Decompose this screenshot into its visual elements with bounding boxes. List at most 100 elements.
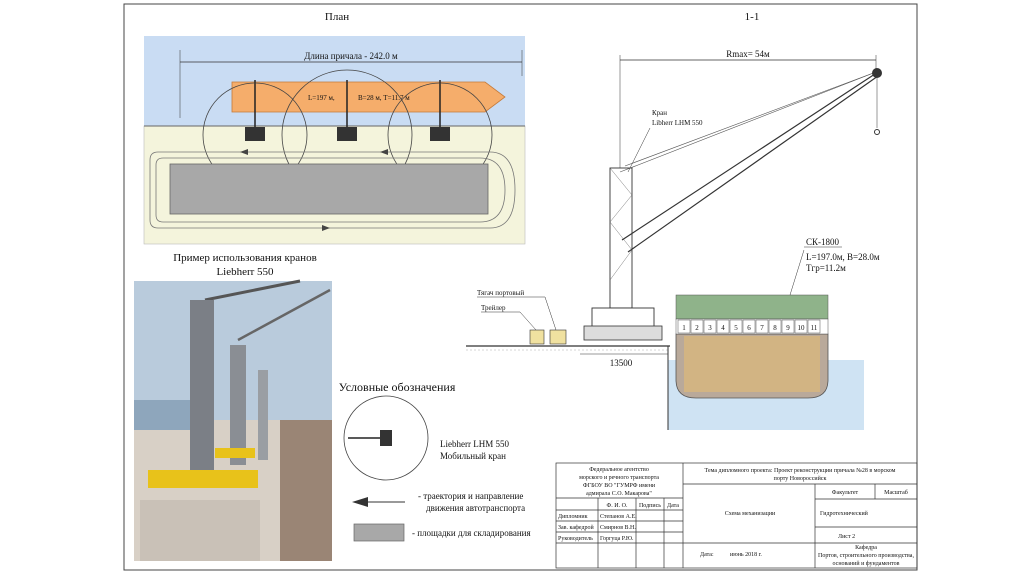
container-bay-number: 7 [760,324,764,332]
crane-photo [134,279,332,561]
legend-storage-swatch [353,523,405,542]
container-bay-number: 2 [695,324,699,332]
stamp-org-line-1: Федеральное агентство [589,467,649,473]
title-block-frame [555,462,918,569]
trailer-label-leader [519,311,537,331]
ship-label-line-2: L=197.0м, B=28.0м [806,252,880,262]
example-title-line-1: Пример использования кранов [173,252,317,264]
container-bay-cell [677,319,691,334]
crane-stay-cable-2 [624,71,877,167]
legend: Условные обозначения Liebherr LHM 550 Мо… [339,380,531,542]
stamp-header-date: Дата [667,503,679,509]
crane-hook [874,129,880,135]
stamp-org-line-3: ФГБОУ ВО "ГУМРФ имени [583,483,656,489]
legend-trajectory-label-1: - траектория и направление [418,491,523,501]
crane-boom-upper-chord [621,71,879,241]
stamp-scale-label: Масштаб [884,489,908,496]
storage-area-plan [169,163,489,215]
section-title: 1-1 [745,11,760,23]
container-bay-cell [781,319,795,334]
crane-label-line-2: Libherr LHM 550 [652,119,703,127]
crane-base-3 [430,127,450,141]
crane-stay-cable-1 [619,71,877,173]
container-bay-number: 8 [773,324,777,332]
container-bay-cell [807,319,821,334]
container-bay-cell [690,319,704,334]
photo-crane-tower-1 [190,300,214,480]
stamp-theme-line-2: порту Новороссийск [774,475,827,482]
ship-label-line-3: Tгр=11.2м [806,263,846,273]
title-block-text: Федеральное агентство морского и речного… [558,467,914,567]
stamp-role-1: Дипломник [558,514,588,520]
photo-crane-tower-2 [230,345,246,465]
trailer-label: Трейлер [481,304,506,312]
container-bay-number: 3 [708,324,712,332]
crane-tower-lattice-3 [609,221,633,251]
container-bay-number: 4 [721,324,725,332]
photo-sea [134,400,194,430]
container-bay-cell [716,319,730,334]
stamp-role-3: Руководитель [558,536,593,542]
stamp-role-2: Зав. кафедрой [558,524,595,531]
ship-label-line-1: СК-1800 [806,237,840,247]
photo-quay [140,500,260,561]
legend-crane-radius-circle [343,395,429,481]
stamp-sheet-number: Лист 2 [838,534,855,540]
photo-crane-cabin [215,448,255,458]
crane-tower [609,167,633,309]
berth-length-label: Длина причала - 242.0 м [304,51,398,61]
stamp-dept-label: Кафедра [855,544,877,551]
stamp-dept-line-1: Портов, строительного производства, [818,553,914,559]
container-bay-cell [794,319,808,334]
title-block [555,462,918,569]
tractor-label: Тягач портовый [477,289,524,297]
stamp-org-line-4: адмирала С.О. Макарова" [586,491,652,497]
plan-view: План Длина причала - 242.0 м L=197 м, B=… [143,11,526,245]
legend-crane-label-1: Liebherr LHM 550 [440,439,509,449]
legend-crane-icon [380,430,392,446]
stamp-name-3: Горгуца Р.Ю. [600,536,634,542]
stamp-faculty-label: Факультет [832,490,859,496]
photo-crane-base [148,470,258,488]
container-bay-number: 6 [747,324,751,332]
trailer-icon [529,329,545,345]
crane-boom-lower-chord [627,75,879,253]
container-bay-number: 1 [682,324,686,332]
stamp-theme-line-1: Тема дипломного проекта: Проект реконстр… [705,468,896,474]
legend-storage-label: - площадки для складирования [412,528,531,538]
stamp-name-1: Степанов А.Е. [600,514,637,520]
trajectory-arrow-2 [380,149,388,155]
stamp-header-fio: Ф. И. О. [607,503,628,509]
ship-hold-containers [684,336,820,392]
example-section: Пример использования кранов Liebherr 550 [134,252,332,561]
photo-crane-tower-3 [258,370,268,460]
stamp-faculty-value: Гидротехнический [820,510,869,517]
container-bay-number: 11 [811,324,818,332]
stamp-name-2: Смирнов В.Н. [600,525,636,531]
crane-base-1 [245,127,265,141]
crane-tower-lattice-4 [609,249,633,281]
ship-beam-draft-label: B=28 м, T=11.7 м [358,94,410,102]
legend-title: Условные обозначения [339,380,456,394]
stamp-dept-line-2: оснований и фундаментов [833,560,900,567]
legend-trajectory-arrow-icon [352,497,368,507]
legend-trajectory-label-2: движения автотранспорта [426,503,525,513]
container-bay-cell [768,319,782,334]
stamp-date-label: Дата: [700,552,714,558]
container-bay-cell [703,319,717,334]
container-bay-number: 9 [786,324,790,332]
sheet-frame [123,3,918,571]
trajectory-arrow-3 [322,225,330,231]
crane-label-line-1: Кран [652,109,667,117]
example-title-line-2: Liebherr 550 [216,266,274,278]
container-bay-number: 5 [734,324,738,332]
deck-containers [675,294,829,320]
crane-tower-lattice-2 [609,194,633,223]
ship-label-leader [789,249,805,296]
photo-crane-boom-2 [237,288,331,342]
rmax-label: Rmax= 54м [726,49,770,59]
vehicle-trajectory-outer [149,151,516,229]
photo-crane-boom-1 [204,279,301,302]
